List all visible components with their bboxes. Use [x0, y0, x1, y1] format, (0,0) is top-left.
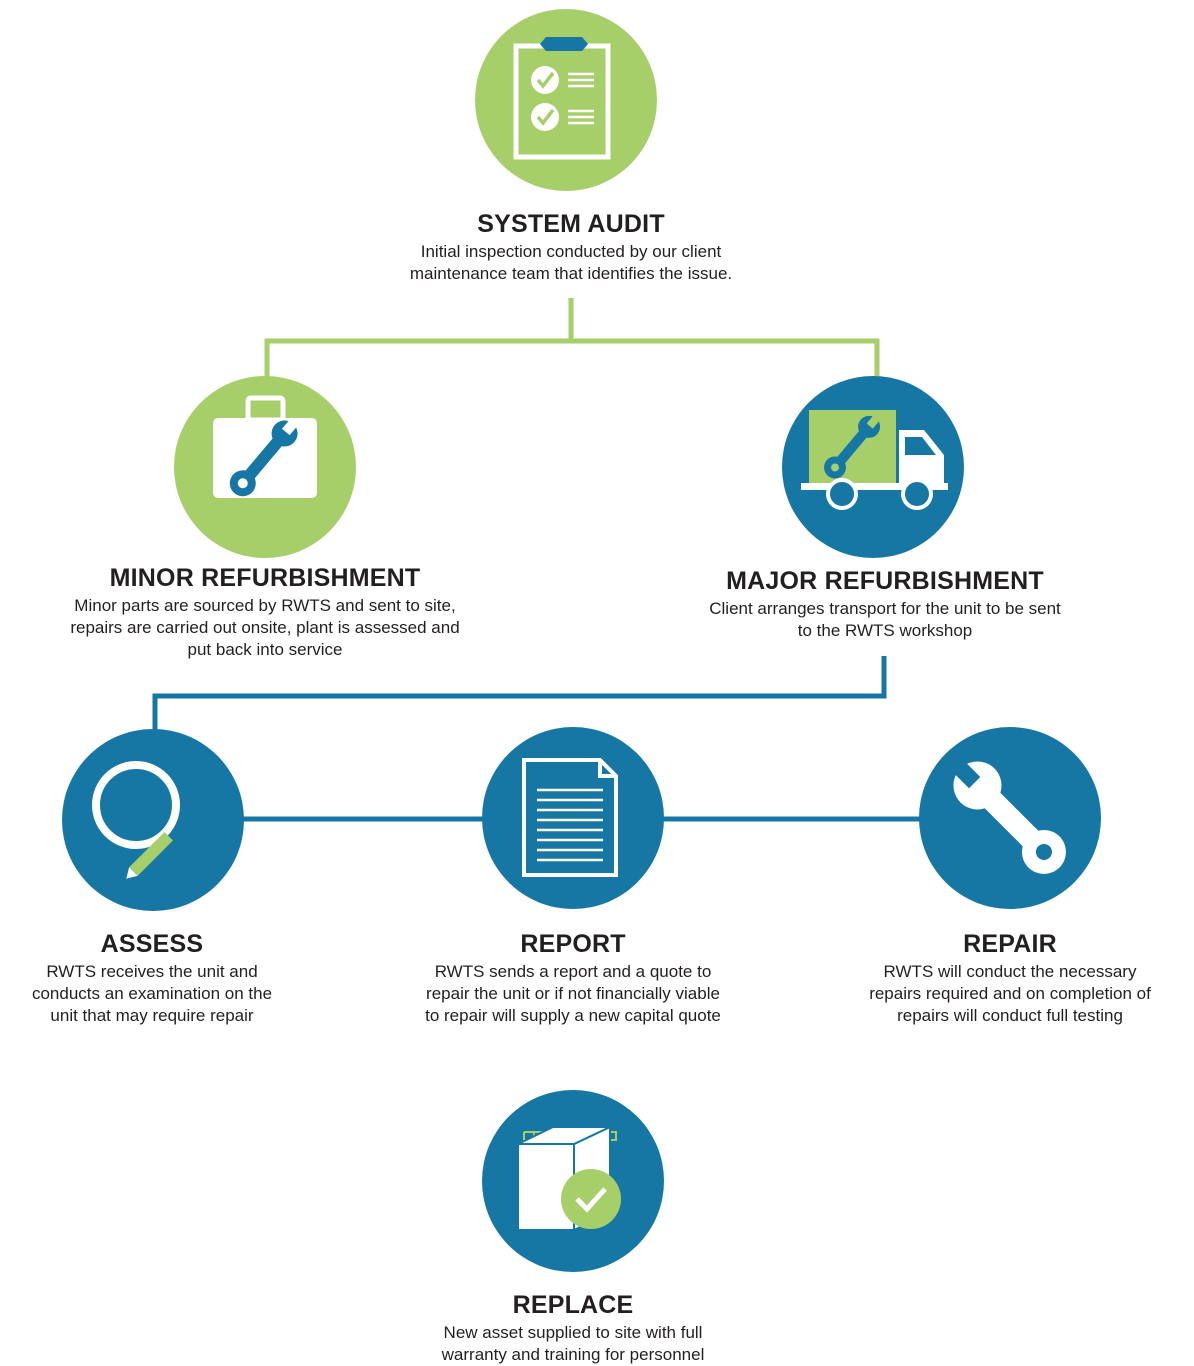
wrench-icon — [919, 727, 1101, 909]
truck-wrench-icon — [782, 376, 964, 558]
step-title: REPORT — [520, 930, 626, 958]
step-report: REPORT RWTS sends a report and a quote t… — [373, 929, 773, 1027]
step-system-audit: SYSTEM AUDIT Initial inspection conducte… — [371, 209, 771, 285]
step-description-line: repairs required and on completion of — [869, 984, 1151, 1003]
step-assess: ASSESS RWTS receives the unit and conduc… — [0, 929, 304, 1027]
clipboard-checklist-icon — [475, 9, 657, 191]
step-major-refurbishment: MAJOR REFURBISHMENT Client arranges tran… — [650, 566, 1120, 642]
step-replace: REPLACE New asset supplied to site with … — [373, 1290, 773, 1366]
step-description-line: Initial inspection conducted by our clie… — [420, 242, 722, 261]
step-description-line: unit that may require repair — [50, 1006, 254, 1025]
step-description: RWTS will conduct the necessary repairs … — [836, 961, 1184, 1027]
magnifier-icon — [62, 729, 244, 911]
step-description-line: repairs will conduct full testing — [897, 1006, 1123, 1025]
step-description-line: to repair will supply a new capital quot… — [425, 1006, 721, 1025]
step-description-line: maintenance team that identifies the iss… — [409, 264, 733, 283]
step-repair: REPAIR RWTS will conduct the necessary r… — [836, 929, 1184, 1027]
step-description-line: repair the unit or if not financially vi… — [426, 984, 720, 1003]
step-description-line: to the RWTS workshop — [797, 621, 973, 640]
step-description-line: RWTS sends a report and a quote to — [434, 962, 712, 981]
step-title: MINOR REFURBISHMENT — [109, 564, 421, 592]
step-title: ASSESS — [100, 930, 204, 958]
step-description: RWTS sends a report and a quote to repai… — [373, 961, 773, 1027]
step-description: Minor parts are sourced by RWTS and sent… — [30, 595, 500, 661]
step-description-line: Client arranges transport for the unit t… — [709, 599, 1061, 618]
step-description: New asset supplied to site with full war… — [373, 1322, 773, 1366]
step-title: REPLACE — [512, 1291, 634, 1319]
step-title: SYSTEM AUDIT — [477, 210, 665, 238]
step-description-line: RWTS will conduct the necessary — [883, 962, 1137, 981]
toolbox-wrench-icon — [174, 376, 356, 558]
step-description-line: RWTS receives the unit and — [46, 962, 258, 981]
connector-major-to-assess — [152, 656, 887, 734]
step-description: RWTS receives the unit and conducts an e… — [0, 961, 304, 1027]
step-title: MAJOR REFURBISHMENT — [726, 567, 1044, 595]
step-description-line: conducts an examination on the — [31, 984, 273, 1003]
step-description: Initial inspection conducted by our clie… — [371, 241, 771, 285]
step-description-line: Minor parts are sourced by RWTS and sent… — [74, 596, 456, 615]
step-description-line: warranty and training for personnel — [441, 1345, 705, 1364]
step-title: REPAIR — [963, 930, 1057, 958]
step-description-line: repairs are carried out onsite, plant is… — [70, 618, 460, 637]
connector-audit-to-refurbishments — [264, 298, 880, 378]
document-icon — [482, 727, 664, 909]
step-description: Client arranges transport for the unit t… — [650, 598, 1120, 642]
step-description-line: New asset supplied to site with full — [443, 1323, 703, 1342]
step-description-line: put back into service — [187, 640, 343, 659]
step-minor-refurbishment: MINOR REFURBISHMENT Minor parts are sour… — [30, 563, 500, 661]
new-unit-check-icon — [482, 1090, 664, 1272]
